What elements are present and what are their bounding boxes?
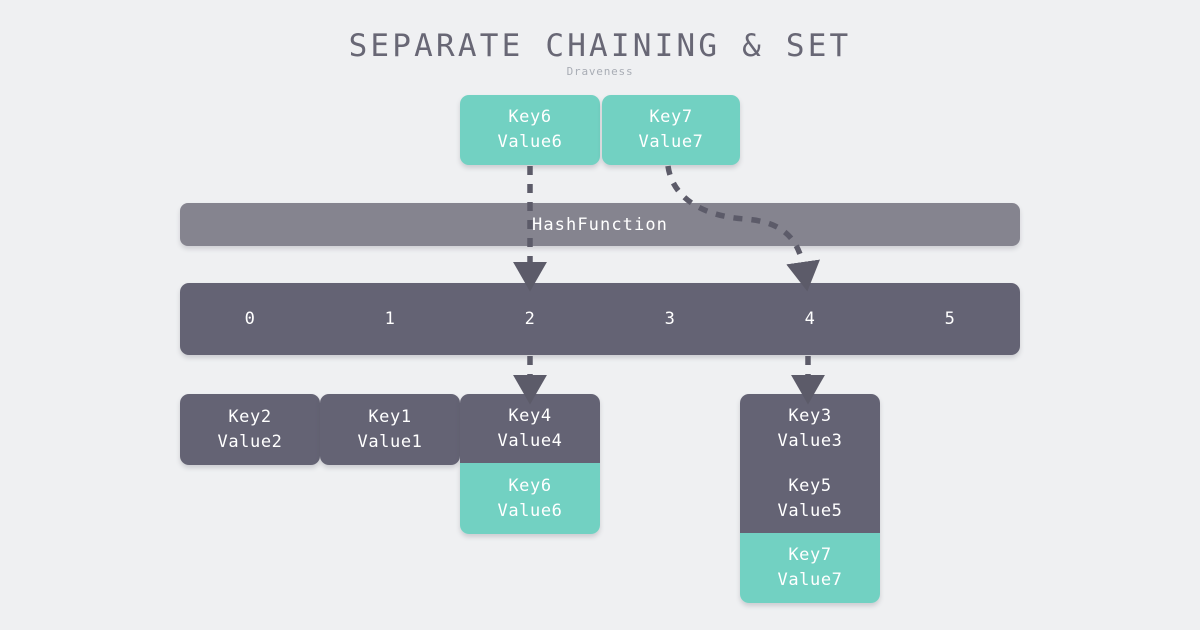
chain-slot-key4-value: Value4 <box>497 430 563 451</box>
bucket-cell-3[interactable]: 3 <box>600 283 740 355</box>
chain-slot-key2-value: Value2 <box>217 431 283 452</box>
bucket-cell-1[interactable]: 1 <box>320 283 460 355</box>
chain-bucket-2: Key4 Value4 Key6 Value6 <box>460 394 600 534</box>
chain-slot-key7-value: Value7 <box>777 570 843 590</box>
hash-function-bar[interactable]: HashFunction <box>180 203 1020 246</box>
bucket-index-2: 2 <box>524 309 536 329</box>
bucket-cell-5[interactable]: 5 <box>880 283 1020 355</box>
chain-slot-key4-key: Key4 <box>508 405 552 426</box>
chain-slot-key6-key: Key6 <box>508 475 552 496</box>
chain-slot-key6[interactable]: Key6 Value6 <box>460 463 600 534</box>
input-node-key6-value: Value6 <box>497 132 563 152</box>
chain-slot-key6-value: Value6 <box>497 500 563 521</box>
bucket-index-0: 0 <box>244 309 256 329</box>
chain-slot-key3[interactable]: Key3 Value3 <box>740 394 880 464</box>
chain-slot-key1[interactable]: Key1 Value1 <box>320 394 460 465</box>
chain-slot-key3-value: Value3 <box>777 431 843 451</box>
bucket-cell-2[interactable]: 2 <box>460 283 600 355</box>
chain-bucket-4: Key3 Value3 Key5 Value5 Key7 Value7 <box>740 394 880 603</box>
input-node-key7-key: Key7 <box>649 107 693 127</box>
input-node-key6[interactable]: Key6 Value6 <box>460 95 600 165</box>
chain-bucket-1: Key1 Value1 <box>320 394 460 465</box>
bucket-index-4: 4 <box>804 309 816 329</box>
bucket-cell-0[interactable]: 0 <box>180 283 320 355</box>
input-node-key7-value: Value7 <box>638 132 704 152</box>
chain-slot-key1-value: Value1 <box>357 431 423 452</box>
input-node-key7[interactable]: Key7 Value7 <box>602 95 740 165</box>
page-title: SEPARATE CHAINING & SET <box>348 28 852 64</box>
chain-slot-key3-key: Key3 <box>788 406 832 426</box>
chain-slot-key2-key: Key2 <box>228 406 272 427</box>
bucket-index-1: 1 <box>384 309 396 329</box>
bucket-index-5: 5 <box>944 309 956 329</box>
bucket-array: 0 1 2 3 4 5 <box>180 283 1020 355</box>
hash-function-label: HashFunction <box>531 214 669 235</box>
page-subtitle: Draveness <box>566 65 634 78</box>
chain-slot-key5[interactable]: Key5 Value5 <box>740 464 880 533</box>
chain-slot-key5-value: Value5 <box>777 500 843 521</box>
chain-slot-key4[interactable]: Key4 Value4 <box>460 394 600 463</box>
input-node-key6-key: Key6 <box>508 107 552 127</box>
chain-slot-key7-key: Key7 <box>788 545 832 565</box>
chain-slot-key5-key: Key5 <box>788 475 832 496</box>
bucket-cell-4[interactable]: 4 <box>740 283 880 355</box>
chain-bucket-0: Key2 Value2 <box>180 394 320 465</box>
chain-slot-key2[interactable]: Key2 Value2 <box>180 394 320 465</box>
bucket-index-3: 3 <box>664 309 676 329</box>
chain-slot-key1-key: Key1 <box>368 406 412 427</box>
chain-slot-key7[interactable]: Key7 Value7 <box>740 533 880 603</box>
